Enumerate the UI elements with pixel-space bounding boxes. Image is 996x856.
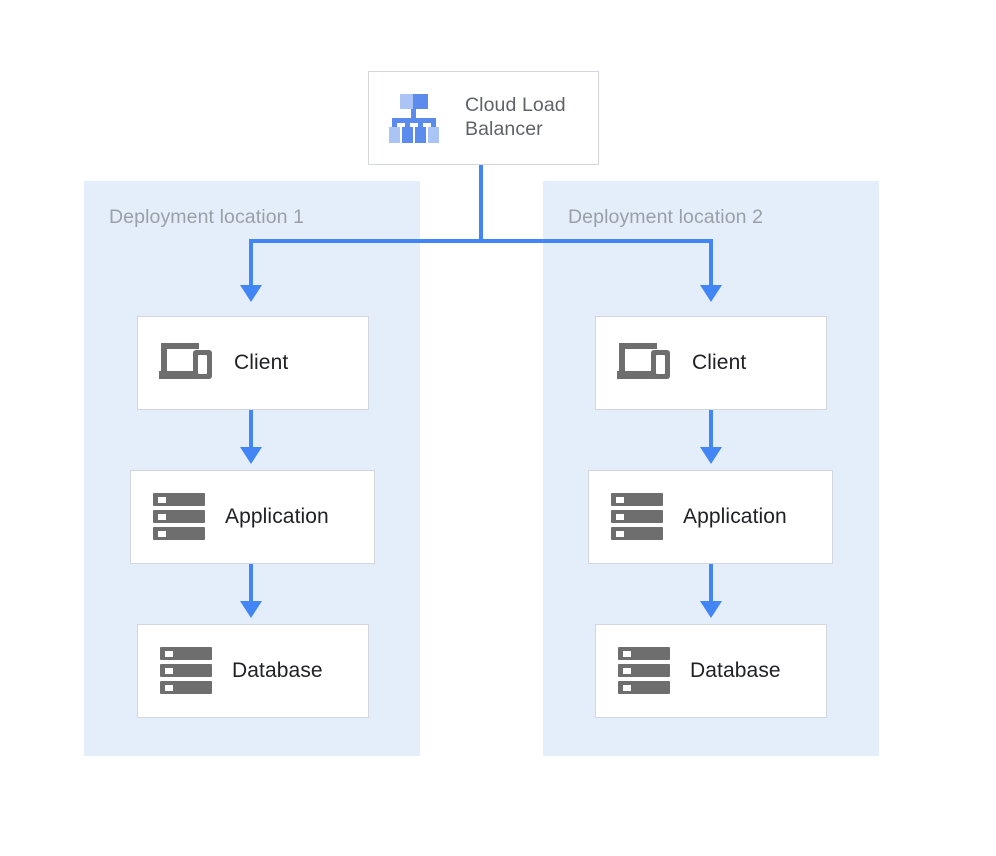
node-zone1-application[interactable]: Application [130,470,375,564]
edge-zone2-client-to-application-arrow [700,447,722,464]
server-stack-icon [618,645,670,697]
lb-label-line-2: Balancer [465,118,543,140]
edge-lb-to-zone1-client-arrow [240,285,262,302]
edge-lb-to-zone1-client-line [249,239,253,288]
edge-lb-trunk [249,239,713,243]
node-zone1-client-label: Client [234,351,289,374]
edge-zone1-application-to-database-arrow [240,601,262,618]
devices-icon [158,338,214,388]
edge-zone1-client-to-application-line [249,410,253,450]
node-zone2-database[interactable]: Database [595,624,827,718]
server-stack-icon [153,491,205,543]
edge-zone2-client-to-application-line [709,410,713,450]
node-zone2-application-label: Application [683,505,787,528]
node-zone2-application[interactable]: Application [588,470,833,564]
cloud-load-balancer-icon [387,89,445,147]
edge-zone2-application-to-database-arrow [700,601,722,618]
node-cloud-load-balancer[interactable]: Cloud Load Balancer [368,71,599,165]
lb-label-line-1: Cloud Load [465,94,566,117]
deployment-zone-2-label: Deployment location 2 [568,206,764,228]
node-cloud-load-balancer-label: Cloud Load Balancer [465,94,566,142]
node-zone1-application-label: Application [225,505,329,528]
node-zone2-database-label: Database [690,659,781,682]
node-zone1-client[interactable]: Client [137,316,369,410]
edge-zone1-client-to-application-arrow [240,447,262,464]
server-stack-icon [160,645,212,697]
node-zone2-client-label: Client [692,351,747,374]
node-zone1-database[interactable]: Database [137,624,369,718]
edge-lb-stem [479,165,483,243]
edge-lb-to-zone2-client-arrow [700,285,722,302]
node-zone1-database-label: Database [232,659,323,682]
server-stack-icon [611,491,663,543]
deployment-zone-1-label: Deployment location 1 [109,206,305,228]
edge-zone2-application-to-database-line [709,564,713,604]
node-zone2-client[interactable]: Client [595,316,827,410]
devices-icon [616,338,672,388]
edge-zone1-application-to-database-line [249,564,253,604]
edge-lb-to-zone2-client-line [709,239,713,288]
